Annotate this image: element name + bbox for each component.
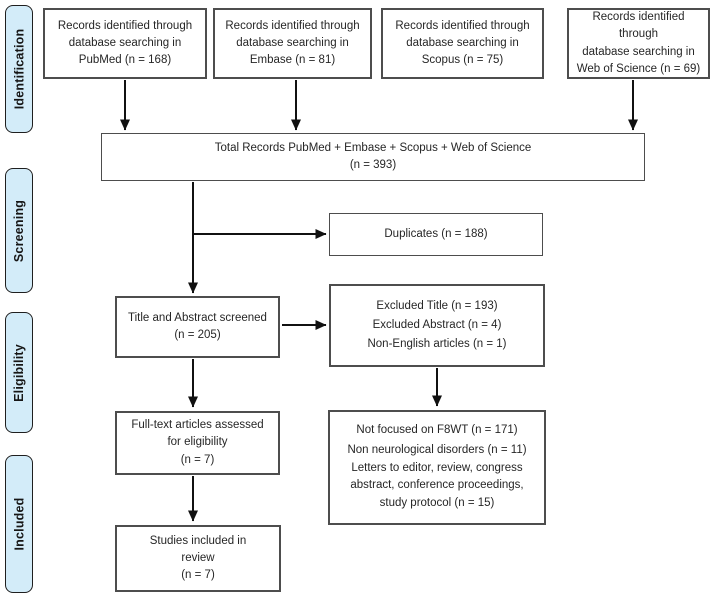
box-line: (n = 7): [181, 569, 215, 582]
stage-screening-label: Screening: [12, 199, 26, 262]
box-records-embase: Records identified through database sear…: [213, 8, 372, 79]
stage-included-label: Included: [12, 497, 26, 551]
box-line: Non-English articles (n = 1): [367, 338, 507, 351]
box-line: database searching in: [582, 45, 695, 58]
box-line: Records identified through: [225, 19, 360, 32]
box-line: Records identified through: [395, 19, 530, 32]
box-excluded-screening: Excluded Title (n = 193) Excluded Abstra…: [329, 284, 545, 367]
box-fulltext-assessed: Full-text articles assessed for eligibil…: [115, 411, 280, 475]
box-line: Web of Science (n = 69): [576, 62, 701, 75]
box-studies-included: Studies included in review (n = 7): [115, 525, 281, 592]
box-records-web-of-science: Records identified through database sear…: [567, 8, 710, 79]
box-line: (n = 205): [174, 329, 221, 341]
box-line: database searching in: [406, 36, 519, 49]
box-line: Records identified through: [592, 11, 685, 41]
box-title-abstract-screened: Title and Abstract screened (n = 205): [115, 296, 280, 358]
box-total-records: Total Records PubMed + Embase + Scopus +…: [101, 133, 645, 181]
box-line: Scopus (n = 75): [421, 54, 504, 67]
box-line: Studies included in: [149, 534, 247, 547]
stage-eligibility: Eligibility: [5, 312, 33, 433]
stage-screening: Screening: [5, 168, 33, 293]
stage-identification: Identification: [5, 5, 33, 133]
box-line: for eligibility: [167, 436, 228, 449]
box-line: Not focused on F8WT (n = 171): [356, 423, 518, 436]
box-excluded-eligibility: Not focused on F8WT (n = 171) Non neurol…: [328, 410, 546, 525]
box-line: Embase (n = 81): [249, 54, 336, 67]
box-line: database searching in: [236, 36, 349, 49]
box-line: Non neurological disorders (n = 11): [347, 443, 527, 456]
box-line: (n = 7): [180, 453, 215, 466]
box-line: review: [181, 551, 215, 564]
box-line: database searching in: [68, 36, 182, 49]
stage-eligibility-label: Eligibility: [12, 343, 27, 402]
box-line: Total Records PubMed + Embase + Scopus +…: [214, 141, 532, 154]
box-line: PubMed (n = 168): [78, 54, 172, 67]
stage-included: Included: [5, 455, 33, 593]
box-line: (n = 393): [349, 159, 397, 171]
box-line: Full-text articles assessed: [131, 419, 264, 432]
box-records-scopus: Records identified through database sear…: [381, 8, 544, 79]
box-line: Duplicates (n = 188): [384, 227, 488, 240]
box-records-pubmed: Records identified through database sear…: [43, 8, 207, 79]
box-line: Excluded Abstract (n = 4): [372, 318, 502, 331]
box-line: Excluded Title (n = 193): [376, 299, 498, 312]
stage-identification-label: Identification: [12, 28, 27, 110]
box-line: Letters to editor, review, congress abst…: [350, 461, 524, 510]
box-line: Title and Abstract screened: [128, 311, 267, 324]
box-duplicates: Duplicates (n = 188): [329, 213, 543, 256]
box-line: Records identified through: [57, 19, 193, 32]
